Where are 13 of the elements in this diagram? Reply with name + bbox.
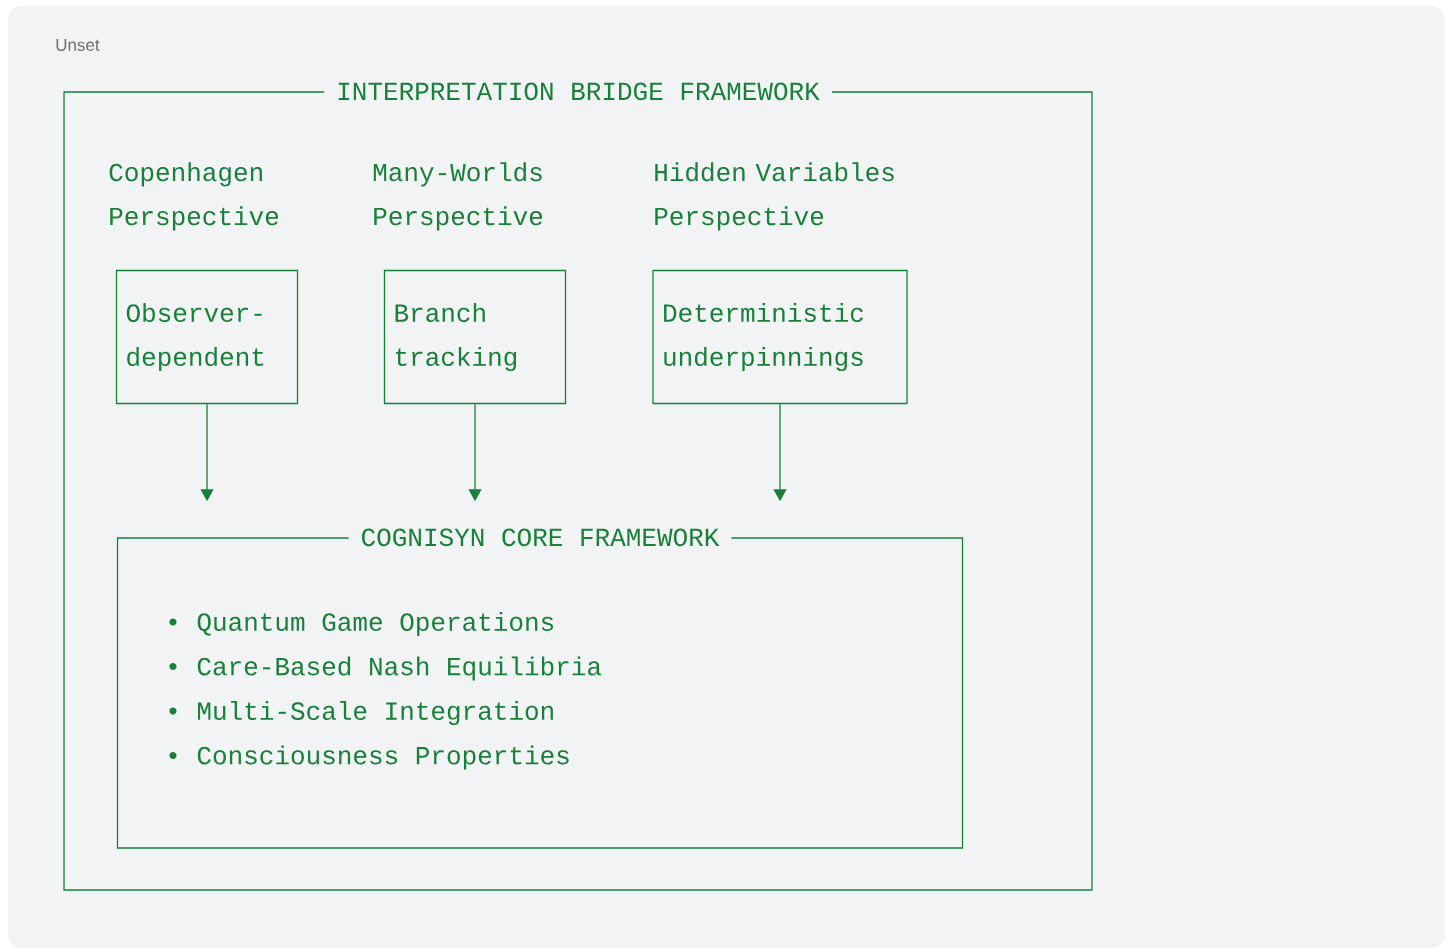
perspective-heading: Many-Worlds Perspective bbox=[373, 162, 543, 231]
core-title: COGNISYN CORE FRAMEWORK bbox=[348, 525, 732, 550]
bullet-item: • Care-Based Nash Equilibria bbox=[169, 656, 602, 681]
code-language-label: Unset bbox=[56, 39, 100, 51]
perspective-heading: Copenhagen Perspective bbox=[109, 162, 279, 231]
bullet-item: • Quantum Game Operations bbox=[169, 611, 554, 637]
method-box: Branch tracking bbox=[383, 269, 567, 405]
frame-title: INTERPRETATION BRIDGE FRAMEWORK bbox=[324, 79, 832, 104]
bullet-item: • Multi-Scale Integration bbox=[169, 700, 553, 726]
method-box: Deterministic underpinnings bbox=[652, 269, 908, 405]
bullet-item: • Consciousness Properties bbox=[169, 745, 569, 770]
perspective-heading: Hidden Variables Perspective bbox=[655, 162, 894, 231]
method-box: Observer-dependent bbox=[115, 269, 299, 405]
